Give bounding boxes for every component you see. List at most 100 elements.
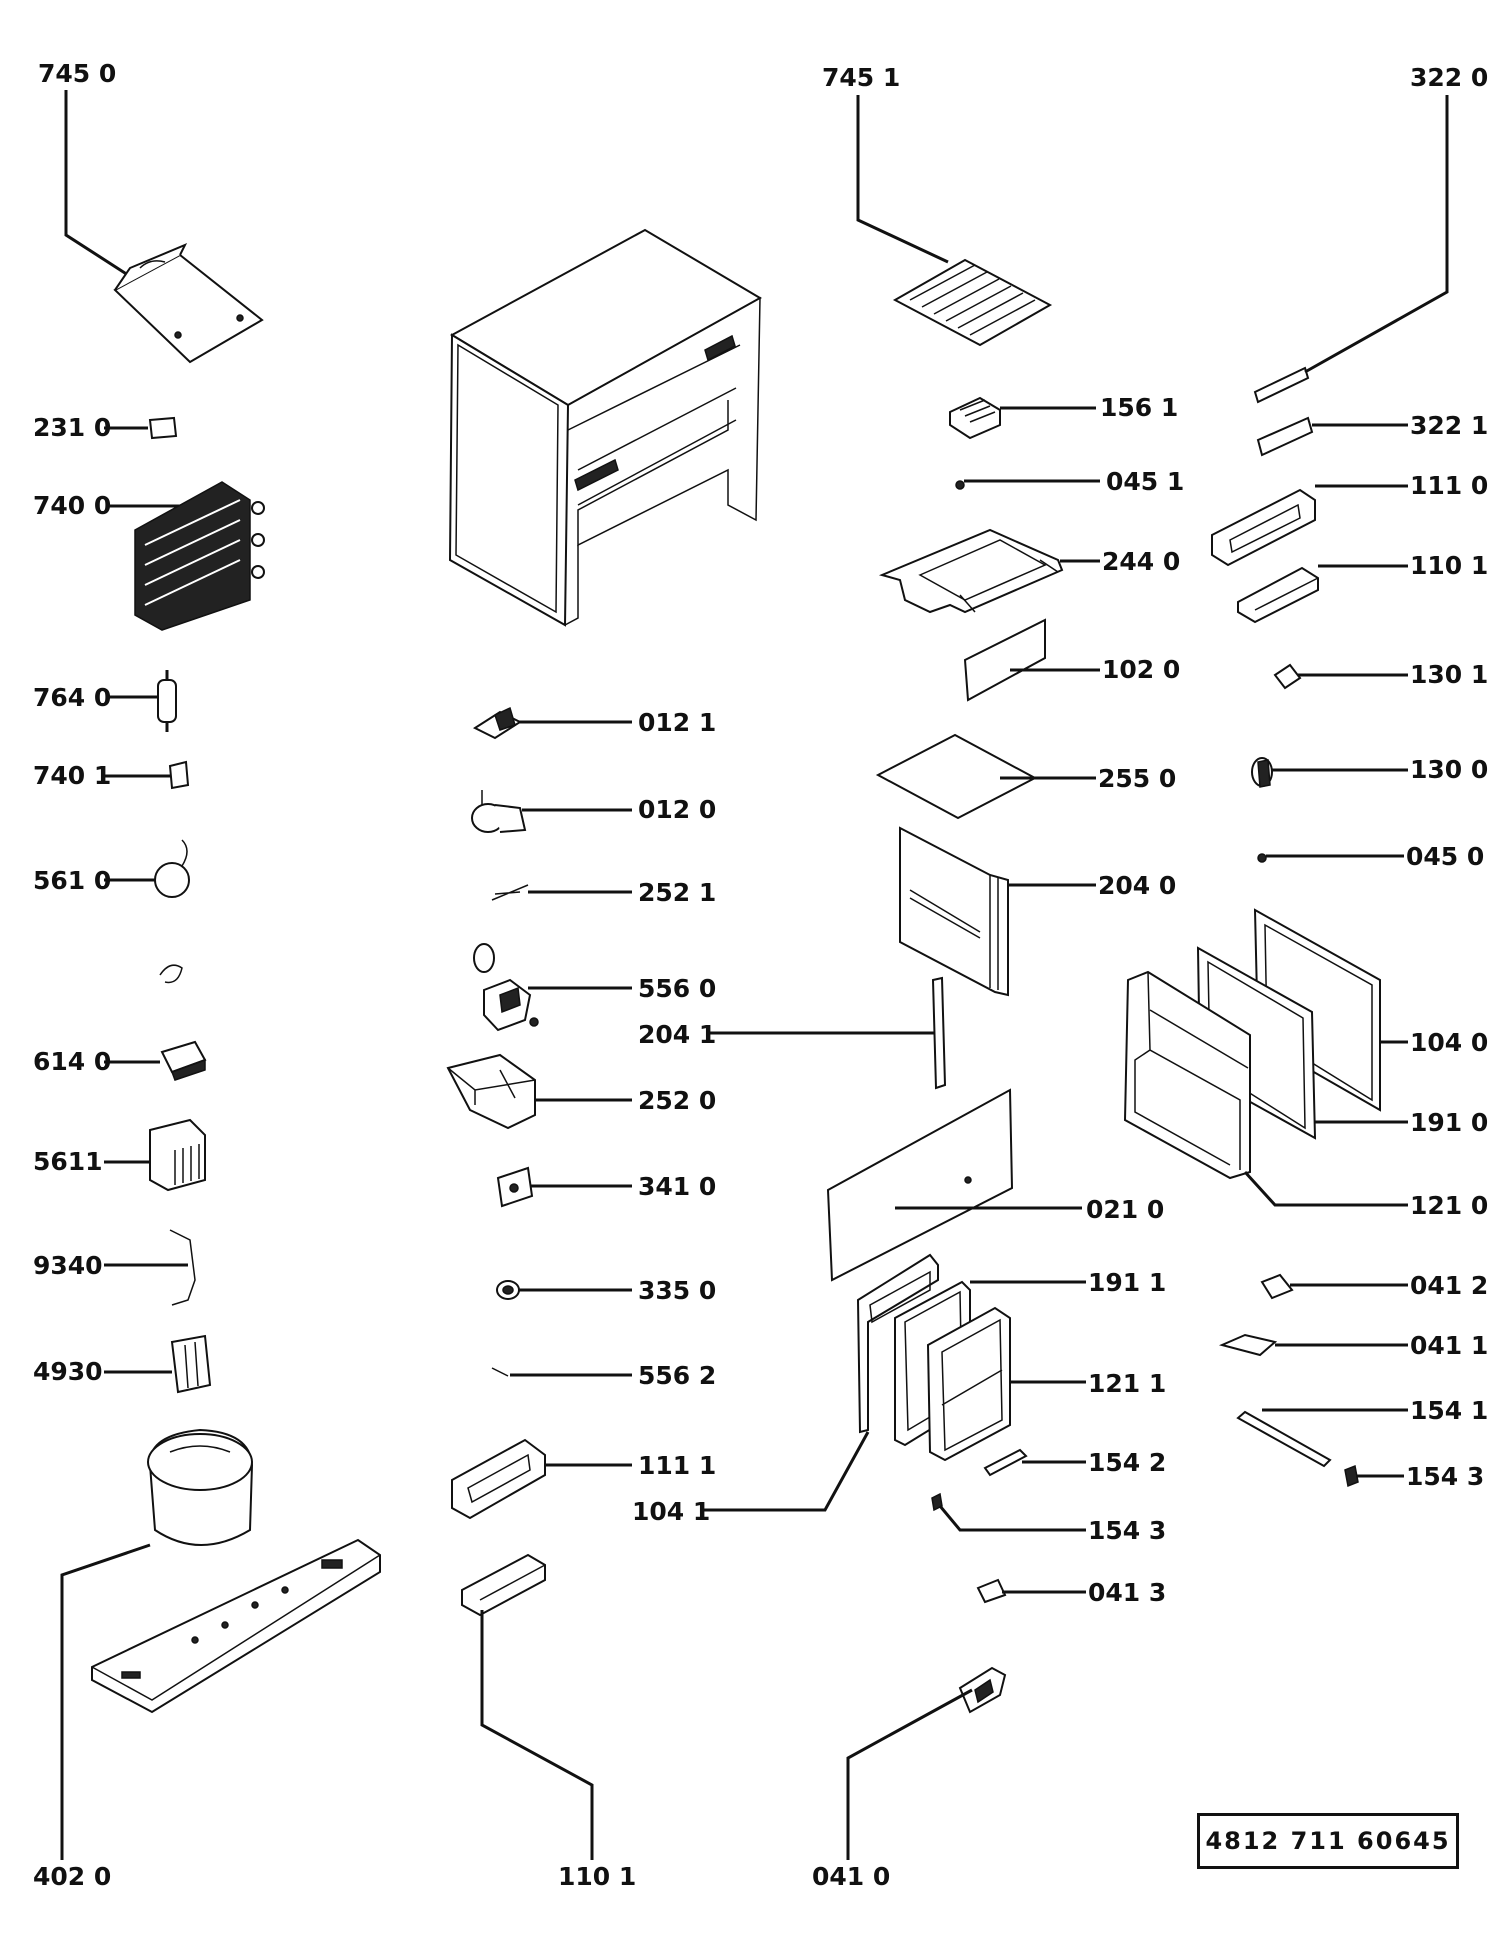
part-0413 [976,1578,1086,1604]
part-9340 [104,1229,196,1306]
callout-5560: 556 0 [638,974,716,1003]
part-1542 [983,1448,1086,1477]
part-4020 [60,1428,381,1860]
part-1111 [451,1438,632,1520]
part-7400 [106,481,265,631]
callout-0210: 021 0 [1086,1195,1164,1224]
callout-6140: 614 0 [33,1047,111,1076]
part-1300 [1251,757,1408,788]
callout-7401: 740 1 [33,761,111,790]
part-2440 [878,528,1100,614]
part-1301 [1273,663,1408,690]
callout-1101b: 110 1 [558,1862,636,1891]
part-door-small [700,1253,1086,1512]
callout-1041: 104 1 [632,1497,710,1526]
callout-9340: 9340 [33,1251,103,1280]
callout-1542: 154 2 [1088,1448,1166,1477]
callout-4020: 402 0 [33,1862,111,1891]
part-3410 [496,1166,632,1208]
callout-7450: 745 0 [38,59,116,88]
part-5560 [473,943,632,1032]
cabinet-body [448,228,763,627]
callout-5562: 556 2 [638,1361,716,1390]
part-2550 [875,733,1096,820]
part-0210 [826,1088,1082,1282]
part-7451 [856,95,1053,347]
document-number-box: 4812 711 60645 [1197,1813,1459,1869]
callout-3221: 322 1 [1410,411,1488,440]
part-0120 [471,790,632,833]
part-2520 [446,1053,632,1130]
part-2310 [104,416,178,440]
callout-1300: 130 0 [1410,755,1488,784]
part-0451 [955,479,1100,490]
callout-2040: 204 0 [1098,871,1176,900]
part-1543b [1344,1464,1404,1488]
callout-7400: 740 0 [33,491,111,520]
callout-2520: 252 0 [638,1086,716,1115]
part-4930 [104,1334,212,1394]
callout-0121: 012 1 [638,708,716,737]
callout-2521: 252 1 [638,878,716,907]
part-1101-right [1237,564,1408,624]
part-5562 [491,1367,632,1377]
part-0450 [1257,853,1404,863]
callout-0411: 041 1 [1410,1331,1488,1360]
part-0412 [1260,1273,1408,1300]
callout-0120: 012 0 [638,795,716,824]
callout-2310: 231 0 [33,413,111,442]
part-1561 [949,396,1096,440]
callout-1040: 104 0 [1410,1028,1488,1057]
part-3220 [1253,95,1449,404]
callout-1110: 111 0 [1410,471,1488,500]
part-0411 [1218,1333,1408,1357]
part-5611 [104,1118,206,1192]
part-1541 [1236,1408,1408,1468]
callout-7640: 764 0 [33,683,111,712]
callout-7451: 745 1 [822,63,900,92]
callout-0413: 041 3 [1088,1578,1166,1607]
part-3221 [1256,416,1408,457]
part-door-large [1123,908,1408,1207]
callout-5611: 5611 [33,1147,103,1176]
callout-2550: 255 0 [1098,764,1176,793]
part-2040 [899,826,1096,997]
callout-5610: 561 0 [33,866,111,895]
callout-2041: 204 1 [638,1020,716,1049]
callout-1561: 156 1 [1100,393,1178,422]
callout-1301: 130 1 [1410,660,1488,689]
callout-1211: 121 1 [1088,1369,1166,1398]
callout-3350: 335 0 [638,1276,716,1305]
callout-1101: 110 1 [1410,551,1488,580]
part-1101-bottom [461,1553,594,1860]
callout-0451: 045 1 [1106,467,1184,496]
callout-0410: 041 0 [812,1862,890,1891]
part-7450 [64,90,264,364]
callout-1111: 111 1 [638,1451,716,1480]
part-1110 [1211,484,1408,567]
callout-0450: 045 0 [1406,842,1484,871]
part-0121 [472,706,632,740]
part-0410 [846,1666,1007,1860]
callout-1910: 191 0 [1410,1108,1488,1137]
callout-1543a: 154 3 [1088,1516,1166,1545]
part-5610 [104,839,190,898]
callout-1543b: 154 3 [1406,1462,1484,1491]
callout-2440: 244 0 [1102,547,1180,576]
part-6140 [104,1040,207,1081]
part-7640 [106,670,177,732]
part-2041 [708,976,947,1090]
part-2521 [491,884,632,901]
part-1543a [931,1492,1086,1532]
callout-1911: 191 1 [1088,1268,1166,1297]
callout-1210: 121 0 [1410,1191,1488,1220]
callout-1020: 102 0 [1102,655,1180,684]
part-1020 [963,618,1100,702]
part-3350 [496,1280,632,1300]
callout-0412: 041 2 [1410,1271,1488,1300]
part-small-bracket [159,964,183,984]
part-7401 [104,760,190,790]
callout-3220: 322 0 [1410,63,1488,92]
callout-3410: 341 0 [638,1172,716,1201]
